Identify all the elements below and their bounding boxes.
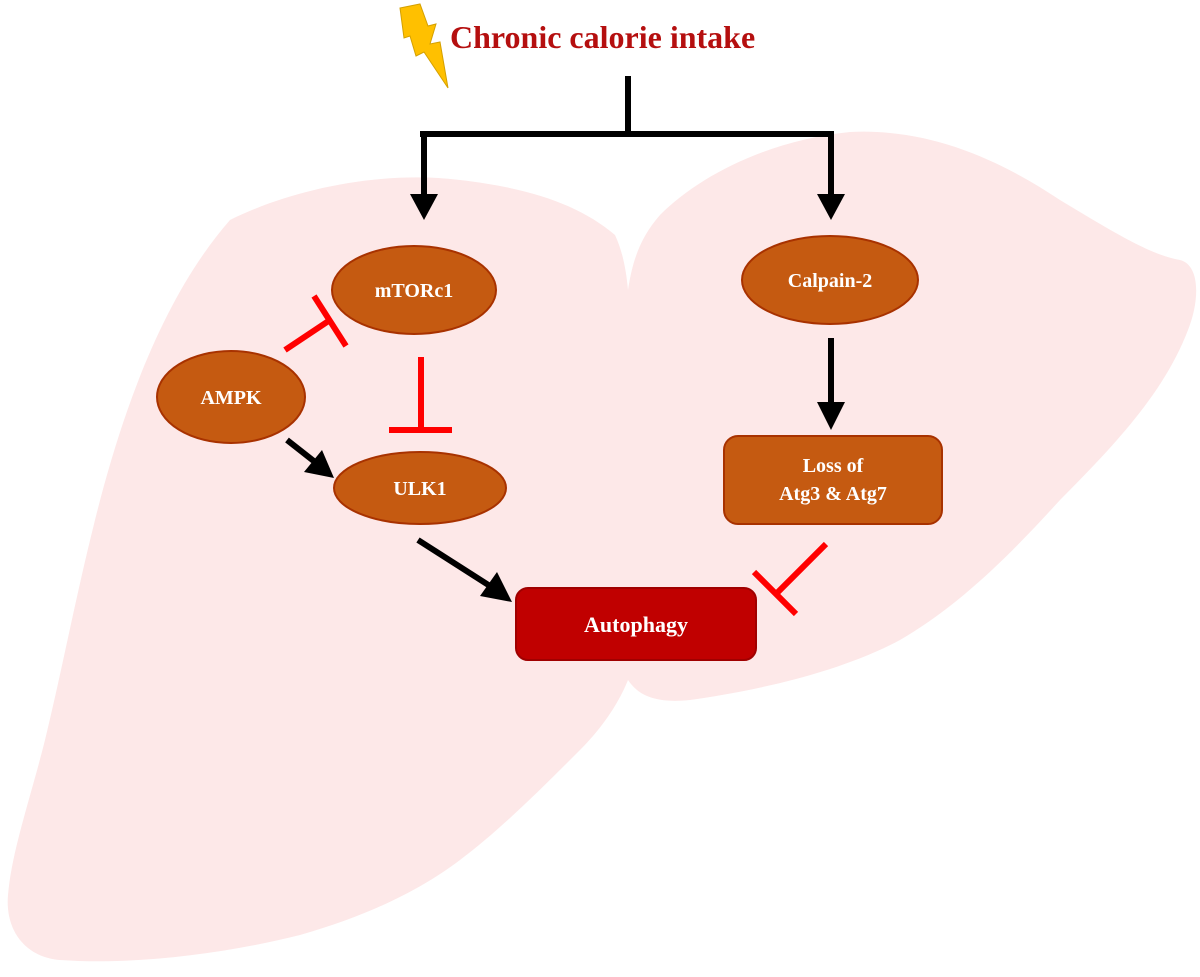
inhibition-mtorc1-ulk1 <box>389 357 452 433</box>
node-ulk1: ULK1 <box>333 451 507 525</box>
diagram-title: Chronic calorie intake <box>450 19 755 55</box>
lightning-bolt-icon <box>399 3 449 89</box>
svg-text:Loss of: Loss of <box>803 455 864 477</box>
svg-text:mTORc1: mTORc1 <box>375 280 454 302</box>
arrow-ulk1-to-autophagy <box>416 537 512 602</box>
node-autophagy: Autophagy <box>515 587 757 661</box>
arrow-ampk-to-ulk1 <box>285 437 334 478</box>
liver-silhouette <box>7 131 1197 962</box>
inhibition-ampk-mtorc1 <box>283 294 349 353</box>
svg-text:Calpain-2: Calpain-2 <box>788 270 872 292</box>
svg-text:ULK1: ULK1 <box>393 478 446 500</box>
svg-text:Autophagy: Autophagy <box>584 612 688 637</box>
node-calpain2: Calpain-2 <box>741 235 919 325</box>
node-loss-atg: Loss of Atg3 & Atg7 <box>723 435 943 525</box>
arrow-to-calpain2-head <box>817 194 845 220</box>
arrow-to-mtorc1-head <box>410 194 438 220</box>
split-connector <box>420 76 834 196</box>
inhibition-loss-autophagy <box>751 541 829 617</box>
arrow-calpain2-to-loss <box>817 338 845 430</box>
node-mtorc1: mTORc1 <box>331 245 497 335</box>
svg-text:Atg3 & Atg7: Atg3 & Atg7 <box>779 483 887 505</box>
svg-text:AMPK: AMPK <box>200 387 262 409</box>
node-ampk: AMPK <box>156 350 306 444</box>
